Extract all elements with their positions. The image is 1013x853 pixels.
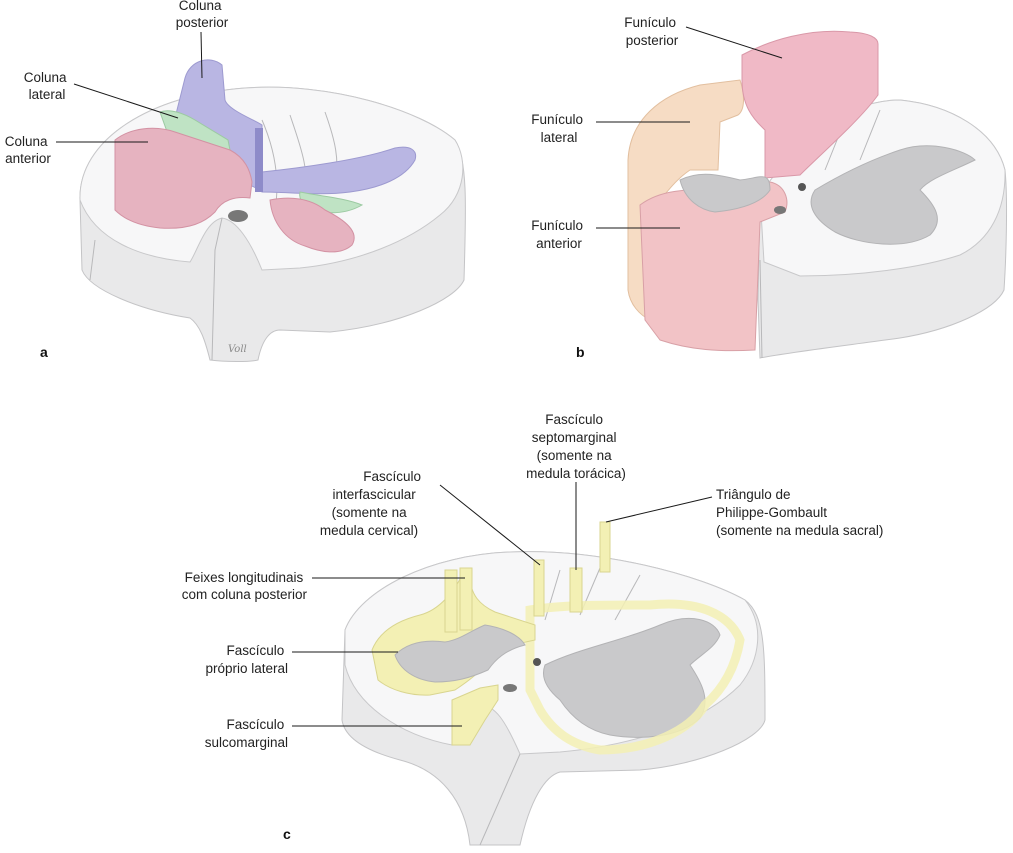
leader-philippe-gombault xyxy=(605,496,713,523)
label-sulcomarginal: Fascículo sulcomarginal xyxy=(205,717,288,750)
gray-matter-c xyxy=(543,617,721,738)
central-canal-a xyxy=(255,128,263,192)
label-lateral-proprius: Fascículo próprio lateral xyxy=(205,643,288,676)
spinal-cord-block-c xyxy=(341,551,766,846)
philippe-gombault-bundle xyxy=(599,521,611,573)
anterior-median-fissure-c xyxy=(503,684,517,692)
longitudinal-bundle-2 xyxy=(459,567,473,631)
label-anterior-column: Coluna anterior xyxy=(5,134,52,166)
label-philippe-gombault: Triângulo de Philippe-Gombault (somente … xyxy=(716,487,883,538)
panel-letter-c: c xyxy=(283,826,291,842)
label-lateral-column: Coluna lateral xyxy=(24,70,71,102)
central-canal-c xyxy=(533,658,541,666)
anterior-column-region-right xyxy=(269,197,355,253)
panel-letter-a: a xyxy=(40,344,48,360)
leader-lateral-column xyxy=(73,83,179,119)
label-anterior-funiculus: Funículo anterior xyxy=(531,218,587,251)
artist-signature: Voll xyxy=(228,344,247,355)
posterior-column-region-right xyxy=(261,146,417,195)
label-posterior-funiculus: Funículo posterior xyxy=(624,15,680,48)
gray-matter-left-b xyxy=(679,173,771,213)
anterior-median-fissure-b xyxy=(774,206,786,214)
leader-interfascicular xyxy=(439,484,541,566)
label-posterior-column: Coluna posterior xyxy=(176,0,229,30)
leader-posterior-funiculus xyxy=(685,26,783,59)
spinal-cord-block-a xyxy=(79,86,466,362)
panel-b: Funículo posterior Funículo lateral Funí… xyxy=(531,15,1008,360)
central-canal-b xyxy=(798,183,806,191)
label-lateral-funiculus: Funículo lateral xyxy=(531,112,587,145)
gray-matter-left-c xyxy=(394,624,526,683)
panel-a: Coluna posterior Coluna lateral Coluna a… xyxy=(5,0,466,362)
label-septomarginal: Fascículo septomarginal (somente na medu… xyxy=(526,412,626,481)
fasciculus-proprius-outline xyxy=(525,599,745,755)
gray-matter-b xyxy=(810,145,976,245)
longitudinal-bundle-1 xyxy=(444,569,458,633)
label-longitudinal-bundles: Feixes longitudinais com coluna posterio… xyxy=(182,570,308,602)
anterior-median-fissure-a xyxy=(228,210,248,222)
leader-posterior-column xyxy=(200,31,203,79)
panel-c: Fascículo septomarginal (somente na medu… xyxy=(182,412,883,846)
septomarginal-bundle xyxy=(569,567,583,613)
anterior-column-region xyxy=(114,127,253,229)
sulcomarginal-region xyxy=(451,684,499,746)
label-interfascicular: Fascículo interfascicular (somente na me… xyxy=(320,469,425,538)
interfascicular-bundle xyxy=(533,559,545,617)
lateral-funiculus-region xyxy=(627,79,744,321)
posterior-funiculus-region xyxy=(741,30,879,179)
panel-letter-b: b xyxy=(576,344,585,360)
